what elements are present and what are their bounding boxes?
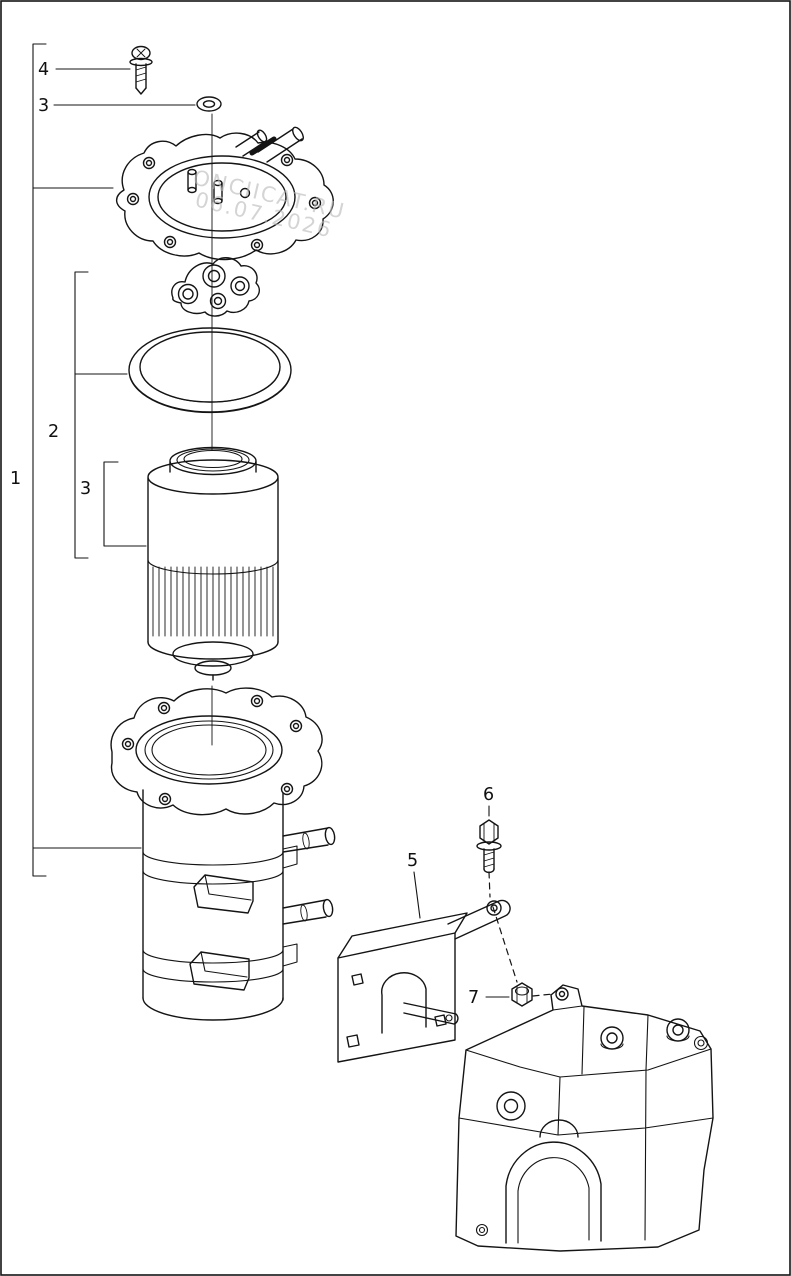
element-neck-outer — [169, 446, 257, 476]
seal-inner-rim — [140, 372, 280, 403]
housing-port-1 — [282, 826, 336, 853]
element-shoulder — [147, 459, 279, 495]
callout-5-label: 5 — [407, 851, 418, 871]
head-ports — [235, 126, 304, 163]
seal-outer-rim — [129, 376, 291, 414]
mount-half-boss — [539, 1119, 579, 1138]
assembly-axis-dashed — [488, 871, 554, 997]
port-elbow — [249, 136, 277, 156]
nut-facets — [516, 985, 528, 1004]
screw-cross-slot — [136, 48, 146, 58]
filter-housing — [110, 687, 336, 1021]
housing-opening-inner — [151, 724, 267, 776]
housing-band-2 — [142, 943, 298, 983]
bracket-square-holes — [346, 973, 447, 1048]
screw-tip — [135, 87, 147, 95]
housing-band-1 — [142, 845, 298, 885]
drawing — [32, 43, 714, 1252]
bracket-top-fold — [337, 912, 468, 959]
hex-nut — [511, 982, 533, 1007]
callout-5-leader — [413, 871, 421, 919]
housing-bottom — [142, 997, 284, 1021]
hex-bolt — [476, 819, 502, 874]
head-ear-holes — [126, 153, 322, 252]
callout-7-label: 7 — [468, 988, 479, 1008]
nut-top-ring — [514, 986, 530, 996]
callout-4-label: 4 — [38, 60, 49, 80]
callout-1-label: 1 — [10, 469, 21, 489]
head-rim-inner — [157, 162, 287, 232]
screw — [129, 45, 153, 95]
mounting-bracket — [337, 899, 511, 1063]
washer-outer — [196, 96, 222, 112]
bracket-arch-cutout — [381, 972, 427, 1034]
bolt-threads — [483, 851, 495, 868]
housing-opening-mid — [144, 720, 274, 780]
gasket-rings — [177, 264, 250, 310]
screw-threads — [135, 66, 147, 83]
seal-inner — [139, 331, 281, 403]
housing-ear-holes — [121, 694, 303, 806]
element-bottom-cap — [172, 641, 254, 667]
seal-outer — [128, 327, 292, 413]
bolt-hex-head — [479, 819, 499, 845]
bracket-plate — [337, 932, 456, 1063]
callout-3-mid-bracket — [103, 461, 147, 547]
mount-top-edge — [465, 1048, 712, 1078]
element-neck-inner — [183, 449, 243, 469]
housing-flange-outline — [110, 687, 323, 816]
element-bottom-rim — [147, 641, 279, 660]
head-studs — [187, 168, 251, 205]
mount-arch — [505, 1141, 602, 1244]
washer-inner — [202, 100, 216, 108]
callout-3-top-label: 3 — [38, 96, 49, 116]
bolt-flange — [476, 841, 502, 851]
callout-1-bracket — [32, 43, 47, 877]
housing-hook-2 — [189, 951, 250, 991]
element-pleats — [152, 566, 274, 637]
nut-hex-body — [511, 982, 533, 1007]
mount-stud — [555, 987, 569, 1001]
head-rim-outer — [148, 155, 296, 239]
head-flange-outline — [115, 132, 334, 261]
callout-2-label: 2 — [48, 422, 59, 442]
callout-3-mid-label: 3 — [80, 479, 91, 499]
bracket-slot-tab — [403, 1002, 459, 1025]
callout-lines — [32, 43, 510, 998]
callout-2-bracket — [74, 271, 89, 559]
mount-ledge-edge — [552, 1005, 583, 1011]
filter-head — [115, 126, 334, 261]
mount-holes — [475, 1091, 579, 1237]
large-seal-ring — [128, 327, 292, 414]
multi-ring-gasket — [171, 257, 260, 317]
housing-opening-outer — [135, 715, 283, 785]
gasket-outline — [171, 257, 260, 317]
sealing-washer — [196, 96, 222, 112]
screw-head — [131, 45, 151, 61]
mount-ribs — [458, 1006, 714, 1241]
housing-port-2 — [282, 898, 334, 925]
housing-hook-1 — [193, 874, 254, 914]
element-bottom-nub — [194, 660, 232, 676]
screw-flange — [129, 57, 153, 67]
mount-outline — [455, 984, 714, 1252]
callout-labels: 1 2 3 3 4 5 6 7 — [10, 60, 494, 1008]
callout-6-label: 6 — [483, 785, 494, 805]
element-neck-mid — [176, 448, 250, 472]
filter-element — [147, 446, 279, 681]
mount-bosses — [600, 1018, 709, 1051]
engine-mount — [455, 984, 714, 1252]
bolt-head-facets — [483, 823, 495, 842]
